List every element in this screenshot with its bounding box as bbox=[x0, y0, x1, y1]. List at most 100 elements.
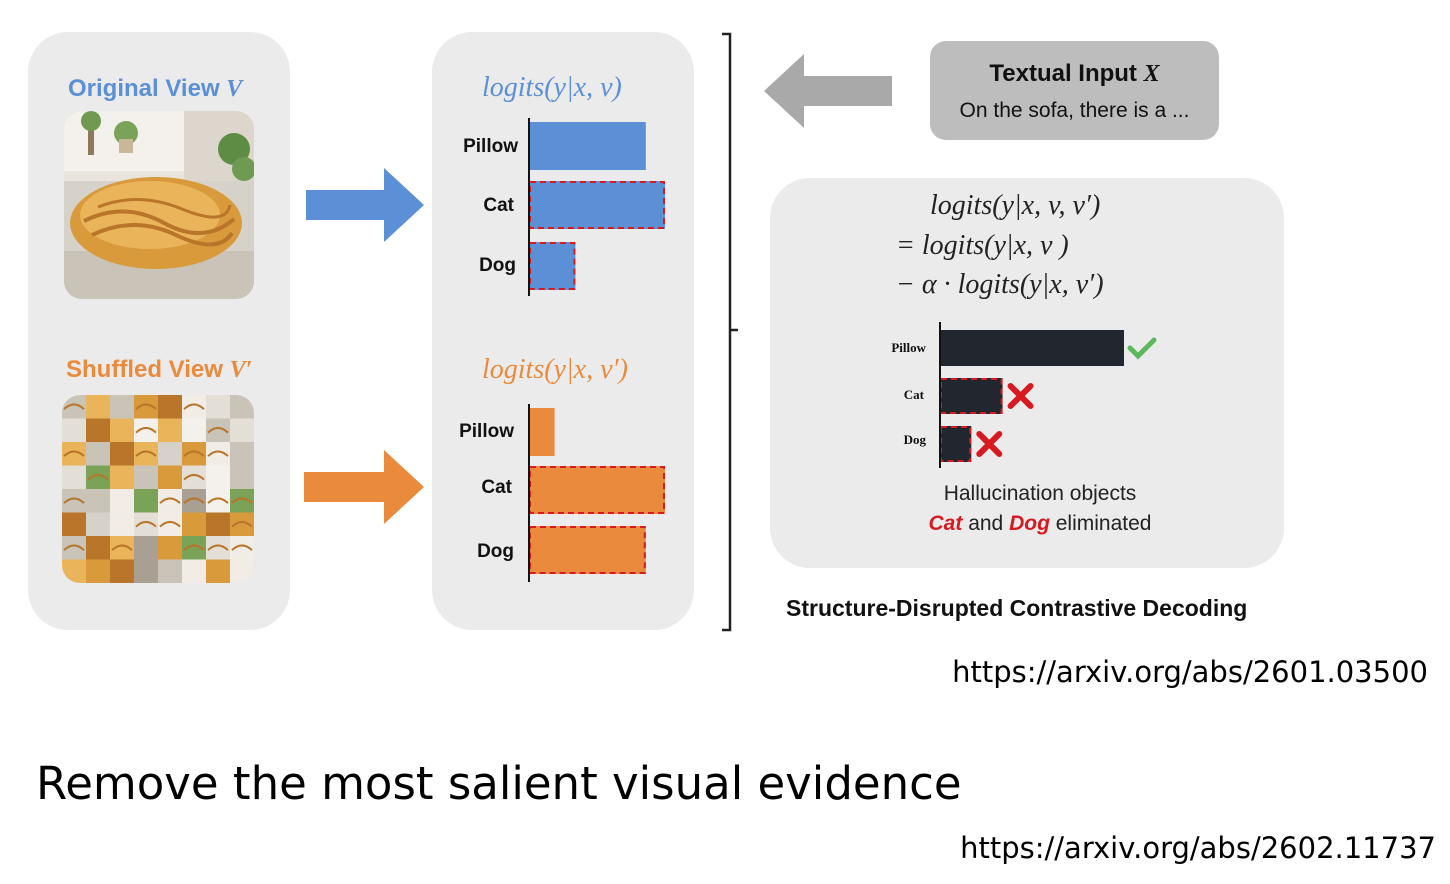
patch-texture bbox=[159, 497, 181, 504]
image-patch bbox=[86, 442, 111, 466]
original-view-image bbox=[64, 111, 254, 299]
bar-pillow bbox=[529, 122, 646, 170]
tick-label-dog: Dog bbox=[477, 541, 514, 562]
patch-texture bbox=[63, 450, 85, 457]
image-patch bbox=[62, 418, 87, 443]
patch-texture bbox=[87, 473, 109, 481]
patch-texture bbox=[111, 567, 133, 575]
cat-word: Cat bbox=[928, 512, 963, 535]
image-patch bbox=[62, 512, 87, 537]
patch-texture bbox=[207, 544, 229, 551]
image-patch bbox=[62, 465, 87, 490]
image-patch bbox=[158, 395, 183, 419]
patch-texture bbox=[63, 497, 85, 504]
bar-cat bbox=[940, 378, 1003, 414]
cross-icon bbox=[976, 431, 1003, 457]
image-patch bbox=[134, 536, 159, 560]
image-patch bbox=[110, 559, 135, 583]
image-patch bbox=[110, 465, 135, 490]
patch-texture bbox=[159, 520, 181, 528]
tick-label-pillow: Pillow bbox=[463, 136, 518, 157]
image-patch bbox=[230, 465, 254, 490]
image-patch bbox=[86, 536, 111, 560]
bar-dog bbox=[940, 426, 972, 462]
arrow-left-gray-icon bbox=[764, 54, 892, 128]
patch-texture bbox=[63, 403, 85, 410]
image-patch bbox=[206, 395, 231, 419]
logits-v-title: logits(y|x, v) bbox=[482, 72, 622, 103]
tick-label-pillow: Pillow bbox=[891, 340, 926, 355]
tick-label-dog: Dog bbox=[903, 432, 926, 447]
textual-input-text: On the sofa, there is a ... bbox=[959, 99, 1190, 122]
image-patch bbox=[230, 442, 254, 466]
image-patch bbox=[230, 559, 254, 583]
patch-texture bbox=[183, 450, 205, 457]
dog-word: Dog bbox=[1009, 512, 1050, 535]
image-patch bbox=[110, 512, 135, 537]
shuffled-view-label: Shuffled View V′ bbox=[66, 356, 252, 384]
patch-texture bbox=[207, 497, 229, 504]
patch-texture bbox=[231, 497, 253, 504]
hallucination-note-line-1: Hallucination objects bbox=[943, 482, 1137, 505]
image-patch bbox=[110, 489, 135, 513]
chart-logits-v bbox=[528, 118, 665, 296]
eliminated-word: eliminated bbox=[1055, 512, 1152, 535]
image-patch bbox=[158, 465, 183, 490]
and-word: and bbox=[968, 512, 1004, 535]
image-patch bbox=[206, 512, 231, 537]
textual-input-title: Textual Input X bbox=[930, 60, 1219, 88]
patch-texture bbox=[183, 544, 205, 551]
image-patch bbox=[86, 559, 111, 583]
cross-icon bbox=[1007, 383, 1034, 409]
image-patch bbox=[182, 559, 207, 583]
patch-texture bbox=[135, 403, 157, 410]
tick-label-pillow: Pillow bbox=[459, 421, 514, 442]
image-patch bbox=[158, 442, 183, 466]
image-patch bbox=[86, 512, 111, 537]
bar-dog bbox=[529, 242, 576, 290]
sofa-pillow-illustration bbox=[64, 111, 254, 299]
bar-dog bbox=[529, 526, 646, 574]
tick-label-dog: Dog bbox=[479, 255, 516, 276]
tick-label-cat: Cat bbox=[483, 195, 514, 216]
patch-texture bbox=[207, 450, 229, 457]
chart-logits-v-prime bbox=[528, 404, 665, 582]
tick-label-cat: Cat bbox=[903, 387, 924, 402]
image-patch bbox=[86, 395, 111, 419]
original-view-label: Original View V bbox=[68, 75, 242, 103]
hallucination-note-line-2: Cat and Dog eliminated bbox=[880, 512, 1200, 536]
figure-caption: Structure-Disrupted Contrastive Decoding bbox=[786, 595, 1248, 621]
patch-texture bbox=[135, 450, 157, 457]
patch-texture bbox=[183, 403, 205, 410]
equation-line-3: − α · logits(y|x, v′) bbox=[896, 269, 1104, 300]
image-patch bbox=[182, 418, 207, 443]
textual-input-box bbox=[930, 41, 1219, 140]
arxiv-link-2[interactable]: https://arxiv.org/abs/2602.11737 bbox=[960, 831, 1436, 865]
bar-cat bbox=[529, 466, 665, 514]
arxiv-link-1[interactable]: https://arxiv.org/abs/2601.03500 bbox=[952, 655, 1428, 689]
patch-texture bbox=[231, 544, 253, 551]
original-view-symbol: V bbox=[226, 76, 243, 102]
patch-texture bbox=[183, 497, 205, 504]
bar-pillow bbox=[940, 330, 1124, 366]
shuffled-view-text: Shuffled View bbox=[66, 356, 223, 383]
bar-dog-hallucination-outline bbox=[529, 242, 576, 290]
shuffled-patches-illustration bbox=[62, 395, 254, 583]
bar-pillow bbox=[529, 408, 555, 456]
check-icon bbox=[1127, 337, 1157, 360]
image-patch bbox=[134, 465, 159, 490]
image-patch bbox=[110, 418, 135, 443]
shuffled-view-image bbox=[62, 395, 254, 583]
bar-cat bbox=[529, 181, 665, 229]
equation-line-2: = logits(y|x, v ) bbox=[896, 230, 1069, 261]
patch-texture bbox=[183, 473, 205, 481]
arrow-right-blue-icon bbox=[306, 168, 424, 242]
patch-texture bbox=[135, 426, 157, 434]
image-patch bbox=[134, 559, 159, 583]
image-patch bbox=[110, 442, 135, 466]
logits-v-prime-title: logits(y|x, v′) bbox=[482, 354, 628, 385]
arrow-right-orange-icon bbox=[304, 450, 424, 524]
image-patch bbox=[134, 489, 159, 513]
image-patch bbox=[158, 418, 183, 443]
image-patch bbox=[206, 465, 231, 490]
